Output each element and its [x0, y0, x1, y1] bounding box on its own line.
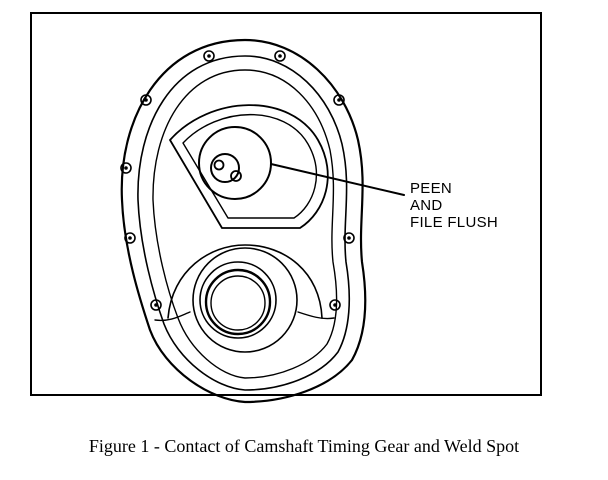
flange-bolt-center [144, 98, 148, 102]
flange-bolt [150, 299, 162, 311]
flange-bolt-center [128, 236, 132, 240]
flange-bolt-center [347, 236, 351, 240]
flange-bolt [124, 232, 136, 244]
callout-leader-line [270, 163, 405, 196]
camshaft-bolt-2 [230, 170, 242, 182]
cam-gear-window [169, 104, 329, 229]
crank-seal-outer [199, 261, 277, 339]
cam-gear-window-inner [182, 114, 317, 219]
flange-bolt [333, 94, 345, 106]
crank-boss-outline [167, 244, 323, 319]
flange-bolt-center [333, 303, 337, 307]
figure-caption: Figure 1 - Contact of Camshaft Timing Ge… [88, 436, 520, 456]
crank-seal-inner [210, 275, 266, 331]
flange-bolt [274, 50, 286, 62]
camshaft-bolt-1 [213, 159, 225, 171]
cover-inner-outline [137, 55, 351, 391]
callout-label-file-flush: FILE FLUSH [410, 214, 499, 231]
cover-outer-outline [120, 38, 367, 404]
flange-bolt-center [278, 54, 282, 58]
lower-step-left [154, 311, 191, 322]
flange-bolt [329, 299, 341, 311]
callout-label-and: AND [410, 197, 443, 214]
camshaft-hub-ring [210, 153, 240, 183]
flange-bolt-center [207, 54, 211, 58]
flange-bolt-center [337, 98, 341, 102]
flange-bolt [203, 50, 215, 62]
camshaft-hub [198, 126, 272, 200]
crank-boss [192, 247, 298, 353]
flange-bolt-center [154, 303, 158, 307]
flange-bolt [343, 232, 355, 244]
flange-bolt [120, 162, 132, 174]
flange-bolt-center [124, 166, 128, 170]
crank-seal-bore [204, 268, 272, 336]
flange-bolt [140, 94, 152, 106]
lower-step-right [297, 311, 335, 320]
figure-frame [30, 12, 542, 396]
callout-label-peen: PEEN [410, 180, 453, 197]
cover-face-outline [152, 69, 338, 379]
